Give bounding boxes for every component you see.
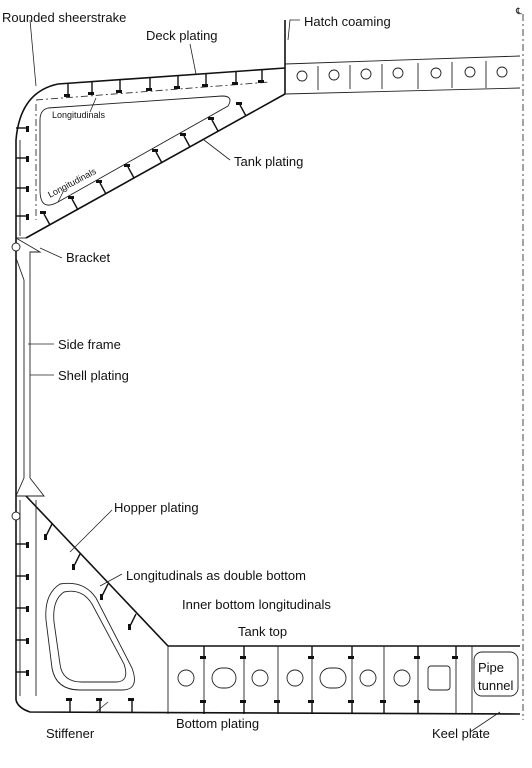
hatch-cover bbox=[296, 61, 508, 90]
inner-bottom-longitudinal bbox=[240, 646, 246, 659]
hopper-tank bbox=[25, 495, 520, 696]
label-tank-plating: Tank plating bbox=[234, 154, 303, 169]
label-hatch-coaming: Hatch coaming bbox=[304, 14, 391, 29]
side-longitudinal bbox=[16, 574, 29, 580]
side-longitudinal bbox=[16, 670, 29, 676]
label-longitudinals-lower: Longitudinals bbox=[46, 166, 98, 200]
slope-longitudinal bbox=[68, 196, 79, 211]
inner-bottom-longitudinal bbox=[200, 646, 206, 659]
bottom-shell-longitudinals bbox=[200, 700, 420, 714]
deck-longitudinal bbox=[146, 78, 152, 91]
slope-longitudinal bbox=[40, 211, 51, 226]
label-tank-top: Tank top bbox=[238, 624, 287, 639]
bottom-longitudinal bbox=[308, 700, 314, 714]
leader-lines bbox=[28, 19, 501, 733]
label-inner-bottom-longitudinals: Inner bottom longitudinals bbox=[182, 597, 331, 612]
bottom-longitudinal bbox=[240, 700, 246, 714]
hopper-longitudinal bbox=[100, 583, 109, 600]
bottom-longitudinal bbox=[414, 700, 420, 714]
inner-bottom-longitudinal bbox=[348, 646, 354, 659]
deck-longitudinals bbox=[64, 70, 264, 97]
side-longitudinals-lower bbox=[16, 542, 29, 676]
label-longitudinals-upper: Longitudinals bbox=[52, 110, 106, 120]
bottom-longitudinal bbox=[96, 698, 102, 712]
double-bottom bbox=[167, 646, 519, 714]
label-pipe-tunnel-line1: Pipe bbox=[478, 660, 504, 675]
label-keel-plate: Keel plate bbox=[432, 726, 490, 741]
label-stiffener: Stiffener bbox=[46, 726, 95, 741]
label-deck-plating: Deck plating bbox=[146, 28, 218, 43]
deck-longitudinal bbox=[232, 72, 238, 85]
deck-longitudinal bbox=[116, 80, 122, 93]
deck-longitudinal bbox=[258, 70, 264, 83]
bottom-longitudinal bbox=[200, 700, 206, 714]
bottom-longitudinal bbox=[380, 700, 386, 714]
labels: Rounded sheerstrake Deck plating Hatch c… bbox=[2, 10, 514, 741]
bottom-longitudinal bbox=[348, 700, 354, 714]
slope-longitudinal bbox=[152, 149, 163, 164]
hull-outline bbox=[15, 20, 521, 715]
bottom-longitudinal bbox=[128, 698, 134, 712]
hopper-bottom-longitudinals bbox=[66, 698, 134, 712]
hopper-longitudinals bbox=[44, 523, 137, 630]
label-pipe-tunnel-line2: tunnel bbox=[478, 678, 514, 693]
centreline: ℄ bbox=[515, 6, 524, 720]
inner-bottom-longitudinals bbox=[200, 646, 458, 659]
inner-bottom-longitudinal bbox=[414, 646, 420, 659]
slope-longitudinal bbox=[96, 180, 107, 195]
inner-bottom-longitudinal bbox=[452, 646, 458, 659]
label-bottom-plating: Bottom plating bbox=[176, 716, 259, 731]
hopper-longitudinal bbox=[44, 523, 53, 540]
tank-plating-longitudinals bbox=[40, 102, 247, 226]
side-longitudinal bbox=[16, 214, 29, 220]
bottom-longitudinal bbox=[66, 698, 72, 712]
deck-longitudinal bbox=[64, 84, 70, 97]
label-bracket: Bracket bbox=[66, 250, 110, 265]
label-side-frame: Side frame bbox=[58, 337, 121, 352]
side-longitudinal bbox=[16, 606, 29, 612]
centreline-symbol: ℄ bbox=[515, 6, 522, 16]
side-longitudinal bbox=[16, 638, 29, 644]
hopper-longitudinal bbox=[128, 613, 137, 630]
side-longitudinal bbox=[16, 126, 29, 132]
side-frame-structure bbox=[11, 237, 45, 521]
label-longitudinals-double-bottom: Longitudinals as double bottom bbox=[126, 568, 306, 583]
slope-longitudinal bbox=[236, 102, 247, 117]
side-longitudinals-upper bbox=[16, 126, 29, 220]
bottom-longitudinal bbox=[274, 700, 280, 714]
side-longitudinal bbox=[16, 156, 29, 162]
label-shell-plating: Shell plating bbox=[58, 368, 129, 383]
topside-tank bbox=[16, 81, 286, 239]
deck-longitudinal bbox=[88, 82, 94, 95]
deck-longitudinal bbox=[202, 74, 208, 87]
slope-longitudinal bbox=[208, 117, 219, 132]
side-longitudinal bbox=[16, 542, 29, 548]
hopper-longitudinal bbox=[72, 553, 81, 570]
label-rounded-sheerstrake: Rounded sheerstrake bbox=[2, 10, 126, 25]
slope-longitudinal bbox=[124, 164, 135, 179]
deck-longitudinal bbox=[174, 76, 180, 89]
inner-bottom-longitudinal bbox=[308, 646, 314, 659]
side-longitudinal bbox=[16, 186, 29, 192]
label-hopper-plating: Hopper plating bbox=[114, 500, 199, 515]
slope-longitudinal bbox=[180, 133, 191, 148]
